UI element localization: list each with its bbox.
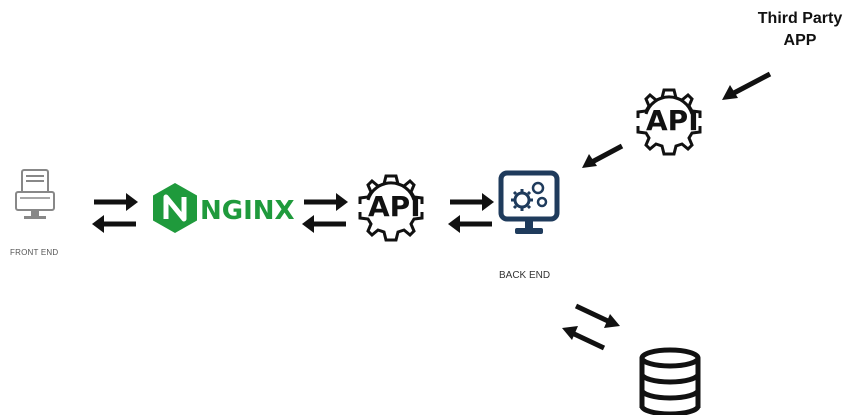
diagonal-arrow-icon xyxy=(582,143,624,168)
backend-monitor-icon xyxy=(498,170,560,234)
frontend-label: FRONT END xyxy=(10,248,59,257)
bidirectional-diagonal-arrow-icon xyxy=(562,303,620,351)
api-gear-icon-third-party xyxy=(636,88,702,156)
api-gear-icon xyxy=(358,174,424,242)
third-party-label-line1: Third Party xyxy=(757,10,843,27)
api-label-third-party: API xyxy=(646,104,699,137)
database-icon xyxy=(639,347,701,415)
third-party-label-line2: APP xyxy=(783,32,817,49)
bidirectional-arrow-icon xyxy=(448,193,494,233)
nginx-wordmark: NGINX xyxy=(200,196,295,226)
diagonal-arrow-icon xyxy=(722,71,772,100)
bidirectional-arrow-icon xyxy=(92,193,138,233)
bidirectional-arrow-icon xyxy=(302,193,348,233)
api-label: API xyxy=(368,190,421,223)
third-party-app-label: Third Party APP xyxy=(744,8,856,52)
frontend-computer-icon xyxy=(15,169,55,219)
nginx-logo-icon xyxy=(153,183,197,233)
backend-label: BACK END xyxy=(499,270,551,281)
